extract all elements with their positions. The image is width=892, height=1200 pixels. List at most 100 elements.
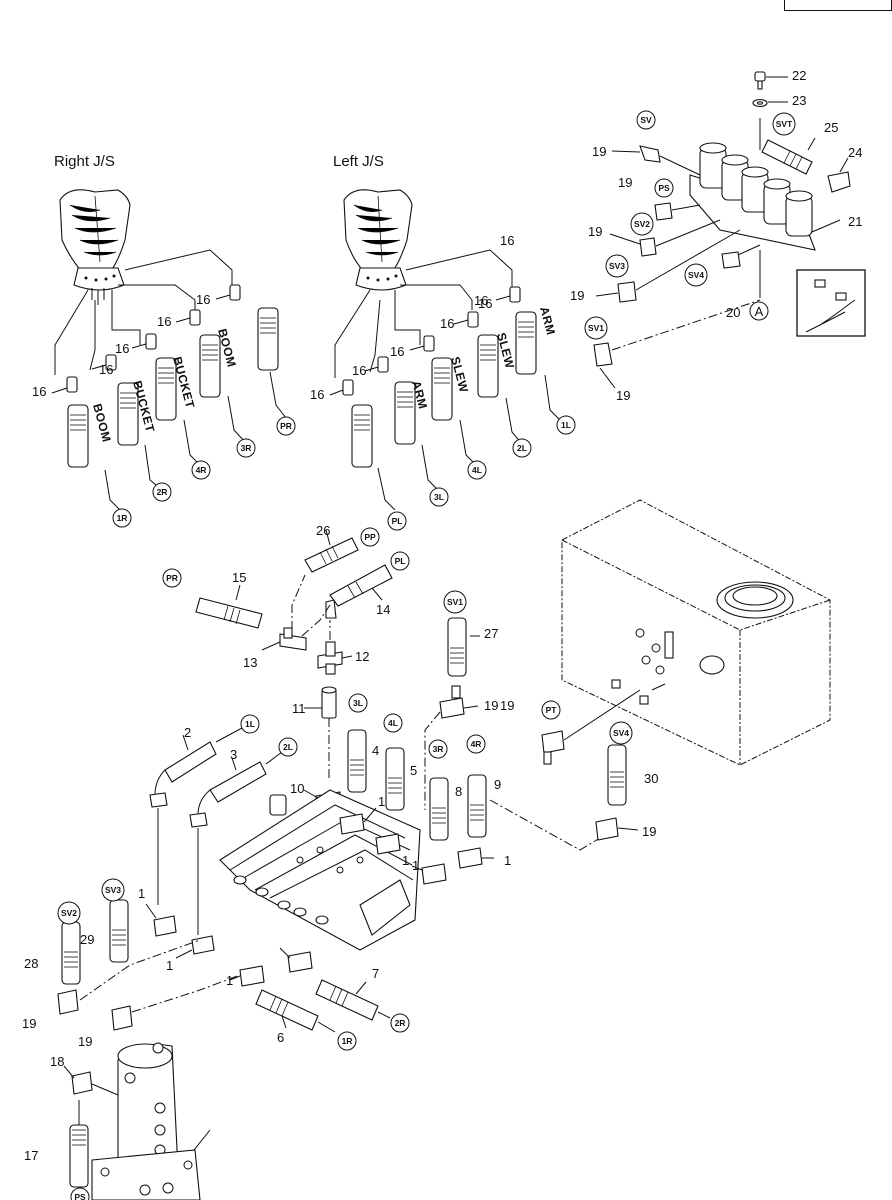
left-hose-2l: [477, 334, 523, 445]
control-valve-assembly: [219, 789, 421, 951]
svg-text:PL: PL: [392, 516, 403, 526]
svg-text:4R: 4R: [471, 739, 482, 749]
svg-text:4L: 4L: [388, 718, 398, 728]
part-number-label: 23: [792, 93, 806, 108]
sv-fittings-19: [593, 145, 761, 389]
part-number-label: 8: [455, 784, 462, 799]
part-number-label: 19: [642, 824, 656, 839]
port-tag: PR: [276, 416, 296, 436]
svg-text:PS: PS: [74, 1192, 86, 1200]
port-tag: 3L: [429, 487, 449, 507]
port-tag: 4R: [191, 460, 211, 480]
pipe-2: [149, 727, 243, 905]
port-tag: PS: [70, 1187, 90, 1200]
part-number-label: 19: [22, 1016, 36, 1031]
part-number-label: 22: [792, 68, 806, 83]
connector-detail-box: [796, 269, 866, 337]
svg-text:SV: SV: [640, 115, 652, 125]
svg-text:SV4: SV4: [688, 270, 704, 280]
part-number-label: 13: [243, 655, 257, 670]
svg-text:SV2: SV2: [634, 219, 650, 229]
port-tag: 3R: [428, 739, 448, 759]
part-number-label: 16: [352, 363, 366, 378]
part-number-label: 21: [848, 214, 862, 229]
part-number-label: 16: [474, 293, 488, 308]
svg-text:SV4: SV4: [613, 728, 629, 738]
bolt-22: [754, 71, 788, 90]
part-number-label: 2: [184, 725, 191, 740]
part-number-label: 28: [24, 956, 38, 971]
right-fitting-16-d: [175, 309, 201, 326]
port-tag: SVT: [772, 112, 796, 136]
swivel-joint: [91, 1042, 211, 1200]
elbow-24: [827, 157, 851, 193]
part-number-label: 1: [402, 853, 409, 868]
port-tag: PL: [387, 511, 407, 531]
port-tag: 1L: [556, 415, 576, 435]
svg-text:2L: 2L: [283, 742, 293, 752]
port-tag: SV2: [57, 901, 81, 925]
part-number-label: 16: [196, 292, 210, 307]
port-tag: SV4: [684, 263, 708, 287]
part-number-label: 20: [726, 305, 740, 320]
right-fitting-16-b: [91, 354, 117, 371]
hose-label-arm: ARM: [537, 305, 558, 336]
part-number-label: 10: [290, 781, 304, 796]
part-number-label: 19: [588, 224, 602, 239]
port-tag: PR: [162, 568, 182, 588]
washer-23: [752, 98, 788, 108]
svg-text:3R: 3R: [241, 443, 252, 453]
svg-text:2R: 2R: [157, 487, 168, 497]
port-tag: 3L: [348, 693, 368, 713]
port-tag: 1R: [337, 1031, 357, 1051]
tee-12: [317, 620, 353, 675]
part-number-label: 14: [376, 602, 390, 617]
svg-text:2L: 2L: [517, 443, 527, 453]
svg-text:SV2: SV2: [61, 908, 77, 918]
hose-9: [467, 774, 601, 851]
svg-text:A: A: [755, 304, 764, 319]
port-tag: SV3: [101, 878, 125, 902]
port-tag: A: [749, 301, 769, 321]
part-number-label: 1: [226, 973, 233, 988]
svg-text:PL: PL: [395, 556, 406, 566]
hose-label-boom: BOOM: [90, 402, 114, 444]
part-number-label: 1: [378, 794, 385, 809]
svg-text:PS: PS: [658, 183, 670, 193]
part-number-label: 26: [316, 523, 330, 538]
svg-text:PP: PP: [364, 532, 376, 542]
part-number-label: 27: [484, 626, 498, 641]
hose-8: [429, 777, 449, 841]
tee-13: [261, 574, 331, 651]
pipe-3: [189, 751, 283, 935]
port-tag: PP: [360, 527, 380, 547]
right-hose-1r: [67, 404, 121, 511]
hose-5: [385, 747, 405, 811]
left-joystick: [334, 189, 513, 378]
part-number-label: 16: [440, 316, 454, 331]
svg-text:1R: 1R: [117, 513, 128, 523]
fitting-25: [761, 137, 816, 175]
part-number-label: 19: [618, 175, 632, 190]
part-number-label: 16: [500, 233, 514, 248]
svg-text:1L: 1L: [561, 420, 571, 430]
part-number-label: 24: [848, 145, 862, 160]
port-tag: SV: [636, 110, 656, 130]
port-tag: SV1: [584, 316, 608, 340]
left-fitting-16-e: [495, 286, 521, 303]
coupling-11: [304, 686, 337, 780]
part-number-label: 16: [157, 314, 171, 329]
port-tag: PS: [654, 178, 674, 198]
part-number-label: 5: [410, 763, 417, 778]
solenoid-valve-block: [689, 118, 841, 298]
port-tag: SV1: [443, 590, 467, 614]
left-fitting-16-d: [453, 311, 479, 328]
part-number-label: 1: [504, 853, 511, 868]
left-hose-1l: [515, 311, 561, 421]
hose-29: [109, 899, 241, 1031]
port-tag: PL: [390, 551, 410, 571]
part-number-label: 30: [644, 771, 658, 786]
part-number-label: 1: [138, 886, 145, 901]
part-number-label: 19: [78, 1034, 92, 1049]
